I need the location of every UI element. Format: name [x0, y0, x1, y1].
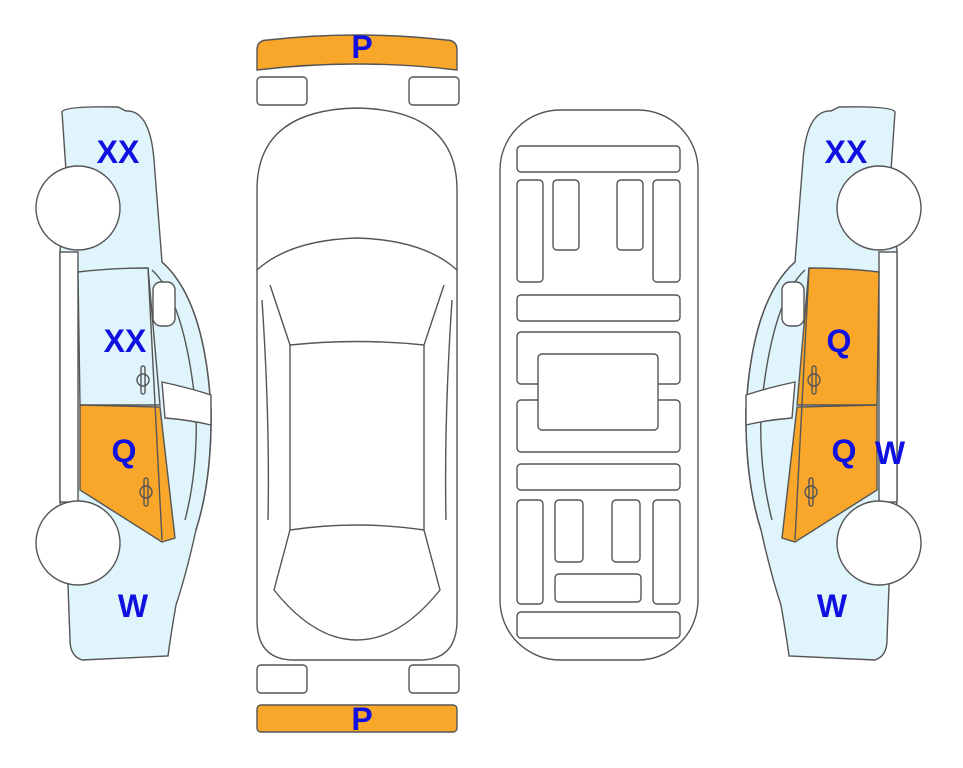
left-front-wheel — [35, 165, 121, 251]
front-bumper-panel[interactable] — [256, 34, 458, 71]
left-side-view: XX XX Q W — [35, 106, 212, 661]
right-front-wheel — [836, 165, 922, 251]
label-rear-bumper: P — [351, 701, 372, 737]
right-front-door-panel[interactable] — [796, 267, 880, 406]
left-front-door-panel[interactable] — [77, 267, 161, 406]
label-right-quarter: W — [817, 588, 848, 624]
front-right-light — [408, 76, 460, 106]
right-front-door-handle-icon — [807, 365, 821, 395]
label-left-fender-front: XX — [97, 134, 140, 170]
left-mirror — [152, 281, 176, 327]
left-sill — [59, 251, 79, 503]
label-right-rear-door: Q — [832, 433, 857, 469]
left-rear-door-panel[interactable] — [79, 404, 176, 543]
right-rear-door-panel[interactable] — [781, 404, 878, 543]
left-front-door-handle-icon — [136, 365, 150, 395]
label-left-rear-door: Q — [112, 433, 137, 469]
label-front-bumper: P — [351, 29, 372, 65]
underside-view — [499, 109, 699, 661]
left-rear-wheel — [35, 500, 121, 586]
right-side-view: XX Q Q W W — [745, 106, 922, 661]
left-rear-door-handle-icon — [139, 477, 153, 507]
top-body-outline[interactable] — [256, 107, 458, 661]
right-rear-door-handle-icon — [804, 477, 818, 507]
right-rear-wheel — [836, 500, 922, 586]
label-left-quarter: W — [118, 588, 149, 624]
top-view: P P — [256, 29, 460, 737]
label-right-fender-front: XX — [825, 134, 868, 170]
label-left-front-door: XX — [104, 323, 147, 359]
label-right-front-door: Q — [827, 323, 852, 359]
label-right-rear-door-edge: W — [875, 435, 906, 471]
rear-right-light — [408, 664, 460, 694]
rear-bumper-panel[interactable] — [256, 704, 458, 733]
front-left-light — [256, 76, 308, 106]
rear-left-light — [256, 664, 308, 694]
